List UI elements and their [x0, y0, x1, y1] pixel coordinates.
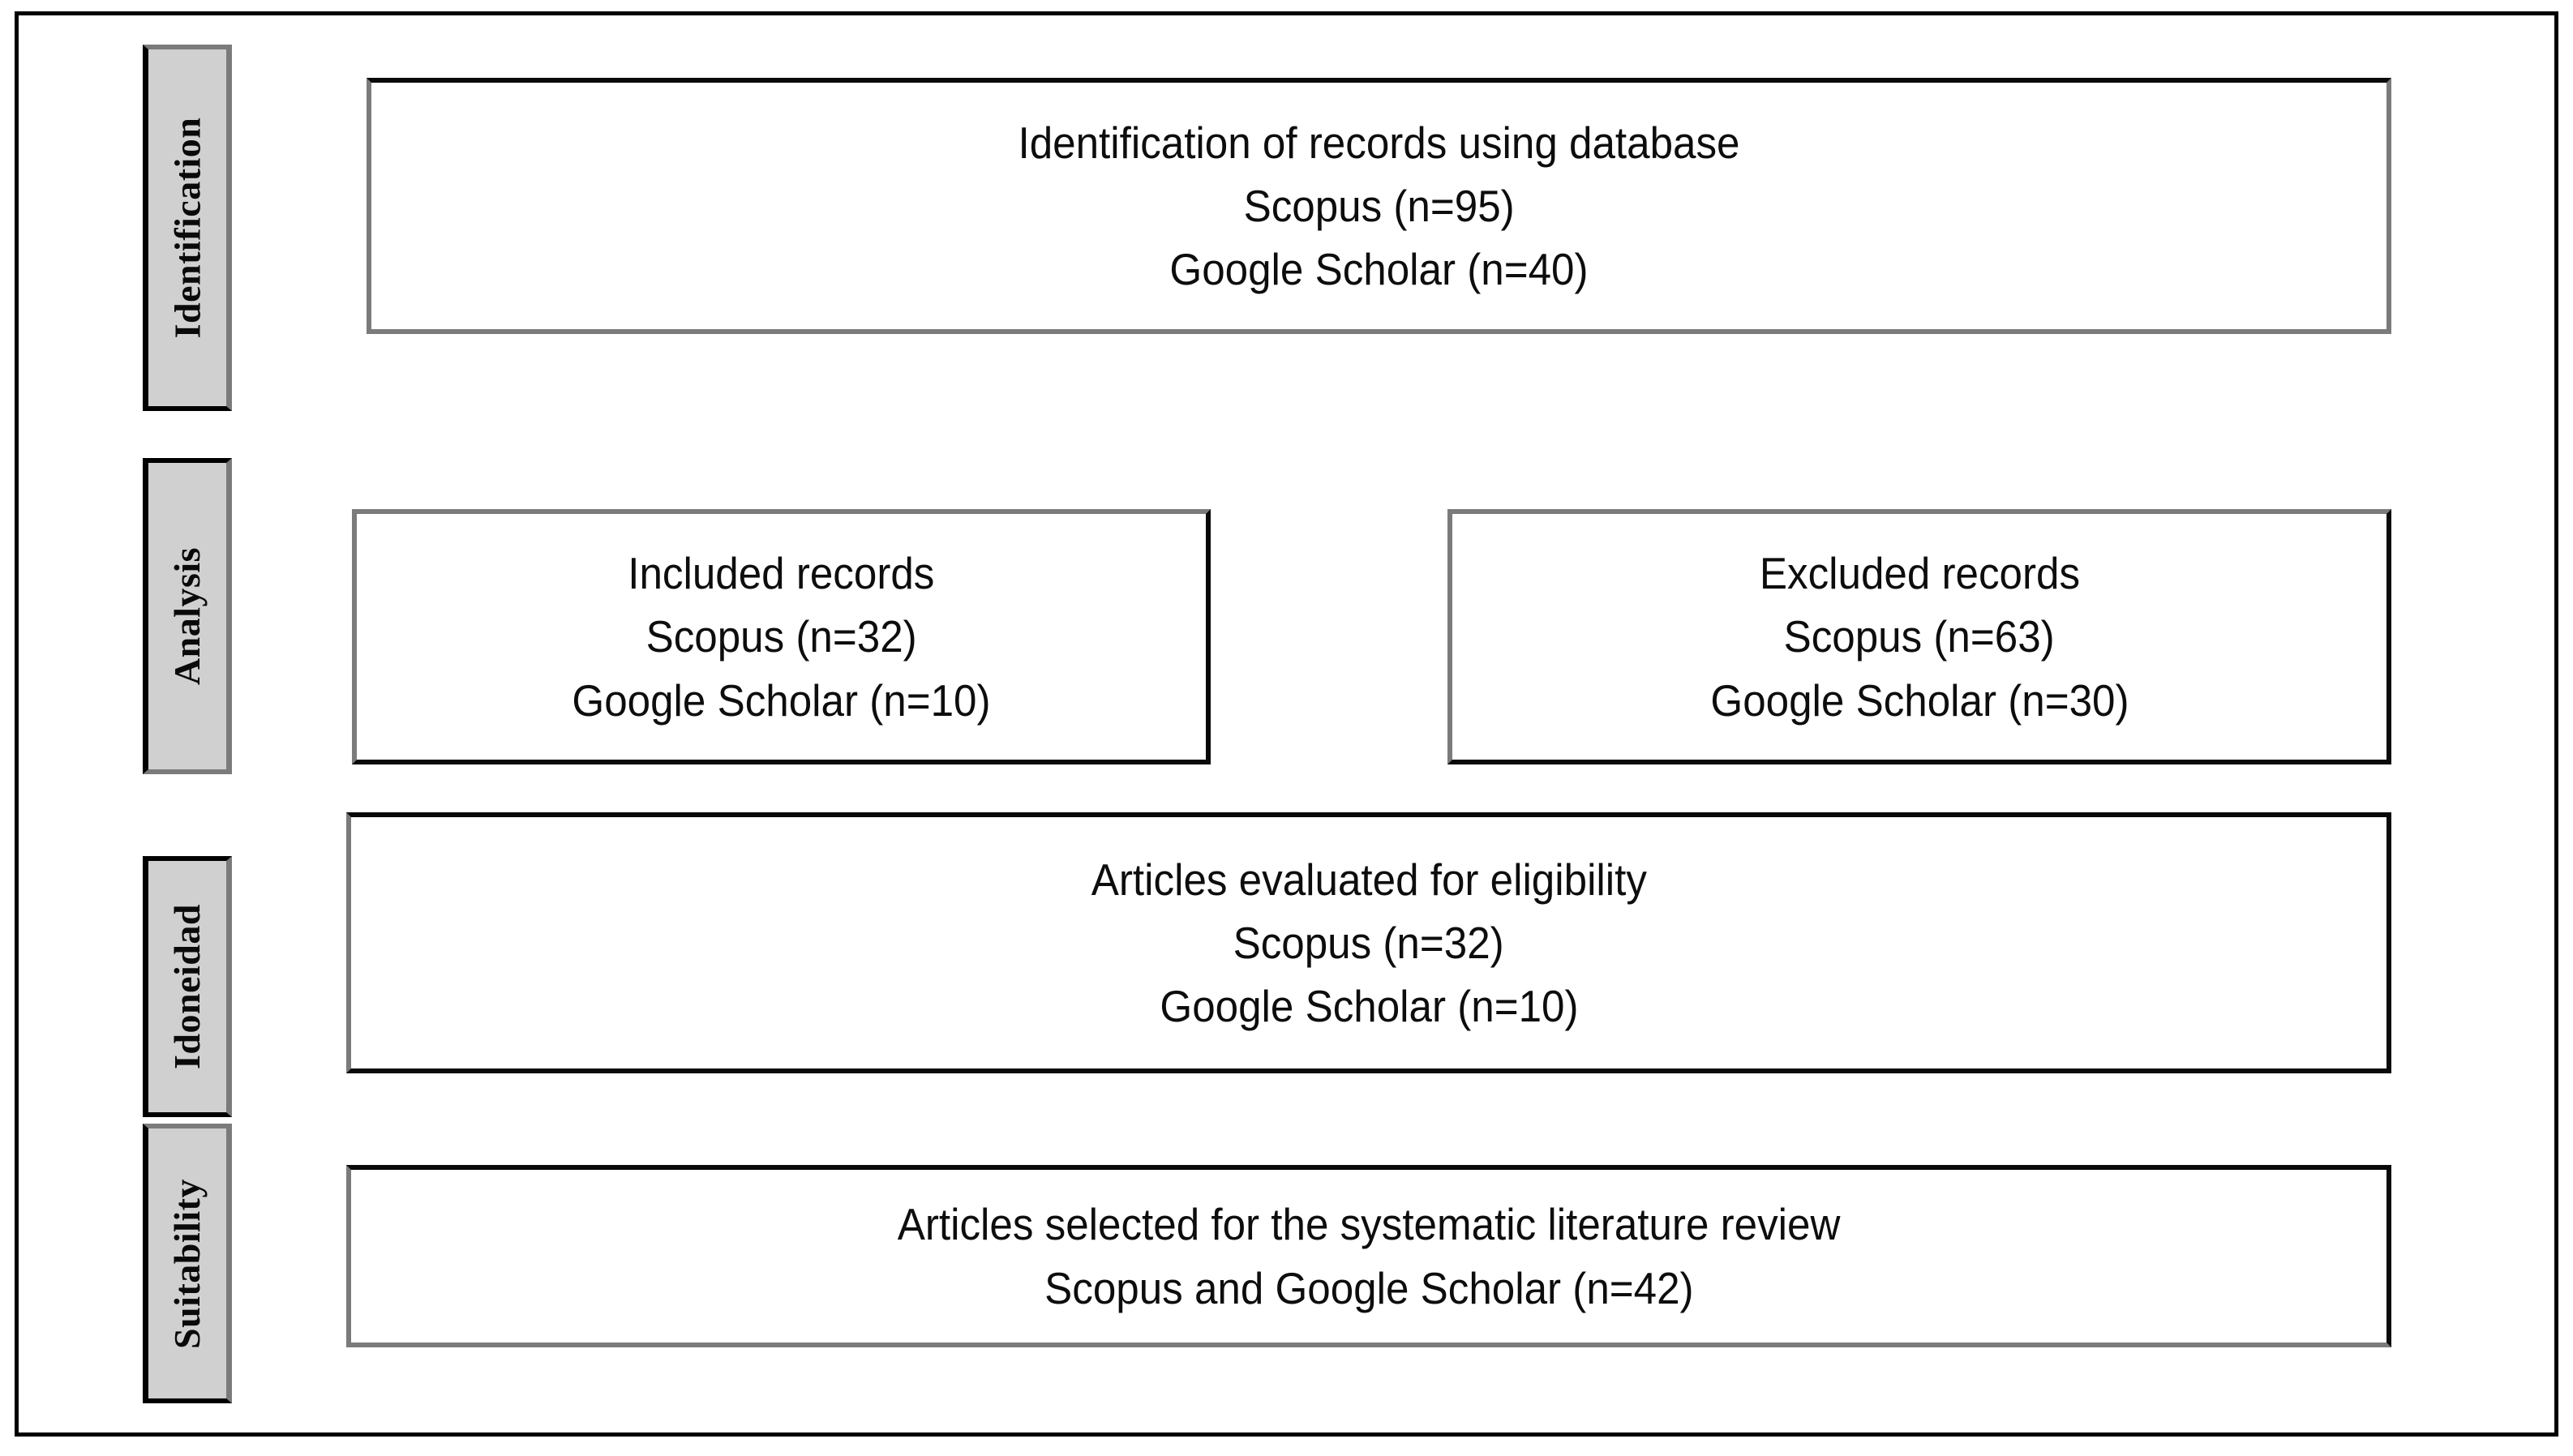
flow-box-identification-line-2: Scopus (n=95) [1243, 180, 1515, 231]
flow-box-eligibility: Articles evaluated for eligibility Scopu… [346, 812, 2391, 1073]
flow-box-included-records: Included records Scopus (n=32) Google Sc… [352, 509, 1211, 764]
flow-box-selected-articles-line-2: Scopus and Google Scholar (n=42) [1044, 1262, 1694, 1313]
flow-box-eligibility-line-1: Articles evaluated for eligibility [1091, 854, 1647, 905]
flow-box-identification-line-3: Google Scholar (n=40) [1169, 244, 1589, 295]
flow-box-included-records-line-1: Included records [628, 548, 935, 599]
stage-label-idoneidad: Idoneidad [143, 856, 232, 1117]
stage-label-identification: Identification [143, 45, 232, 411]
flow-box-eligibility-line-2: Scopus (n=32) [1233, 917, 1505, 968]
flow-box-identification: Identification of records using database… [367, 78, 2391, 334]
flow-box-included-records-line-2: Scopus (n=32) [645, 611, 917, 662]
flow-box-selected-articles: Articles selected for the systematic lit… [346, 1165, 2391, 1347]
stage-label-suitability: Suitability [143, 1124, 232, 1403]
flow-box-included-records-line-3: Google Scholar (n=10) [572, 674, 991, 726]
flow-box-excluded-records: Excluded records Scopus (n=63) Google Sc… [1447, 509, 2391, 764]
flow-box-identification-line-1: Identification of records using database [1018, 117, 1740, 168]
flow-box-eligibility-line-3: Google Scholar (n=10) [1159, 981, 1579, 1032]
stage-label-idoneidad-text: Idoneidad [166, 904, 208, 1069]
stage-label-identification-text: Identification [166, 117, 208, 339]
flow-box-selected-articles-line-1: Articles selected for the systematic lit… [897, 1199, 1841, 1250]
flow-box-excluded-records-line-2: Scopus (n=63) [1783, 611, 2056, 662]
flow-box-excluded-records-line-1: Excluded records [1759, 548, 2080, 599]
flow-box-excluded-records-line-3: Google Scholar (n=30) [1709, 674, 2129, 726]
stage-label-analysis: Analysis [143, 458, 232, 774]
stage-label-suitability-text: Suitability [166, 1178, 208, 1349]
stage-label-analysis-text: Analysis [166, 546, 208, 686]
